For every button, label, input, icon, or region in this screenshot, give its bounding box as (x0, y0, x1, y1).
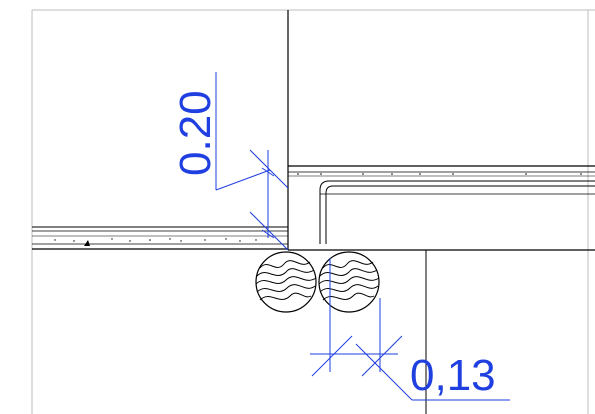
vertical-dimension (215, 72, 289, 251)
timber-section-right (318, 251, 380, 313)
dimension-label-vertical: 0.20 (171, 90, 220, 176)
drawing-frame (31, 9, 595, 414)
left-slab (32, 226, 288, 250)
right-slab (288, 165, 595, 251)
horizontal-dimension (310, 258, 510, 401)
dimension-label-horizontal: 0,13 (410, 351, 496, 400)
timber-section-left (255, 251, 317, 313)
